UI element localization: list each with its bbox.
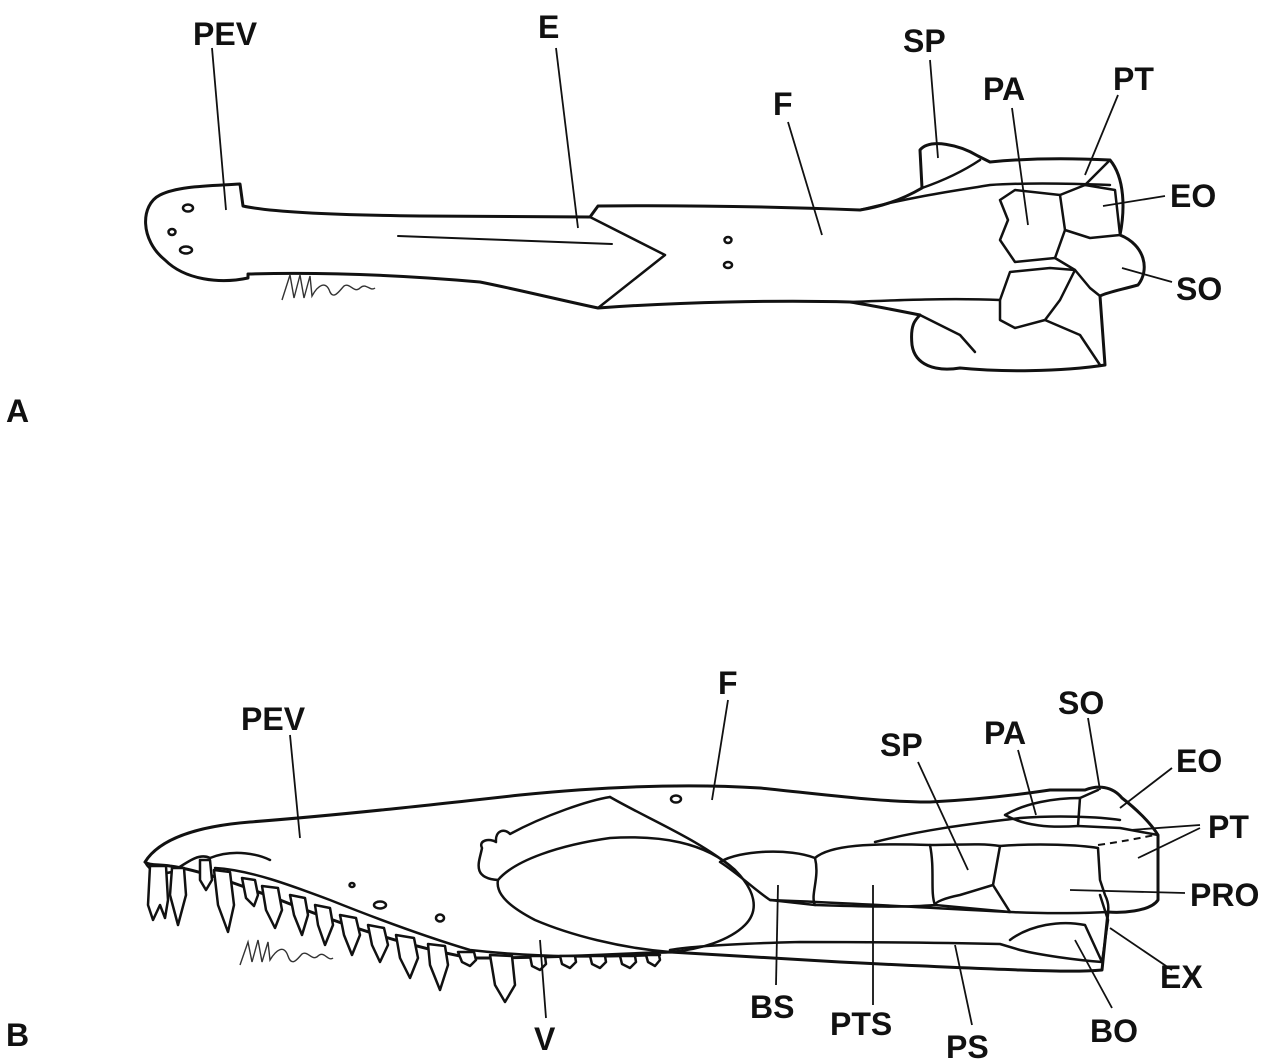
leader-b-so — [1088, 718, 1100, 790]
panel-b-tooth — [148, 866, 168, 920]
panel-b-tooth — [340, 915, 360, 955]
panel-b-tooth — [214, 870, 234, 932]
panel-a-nostril-pore — [169, 229, 176, 235]
panel-b-tooth — [262, 886, 282, 928]
label-a-so: SO — [1176, 271, 1222, 307]
panel-a-dorsal-view: PEV E F SP PA PT EO SO A — [6, 9, 1222, 429]
panel-b-snout-pore — [374, 902, 386, 909]
label-b-pro: PRO — [1190, 877, 1259, 913]
panel-b-frontal-pore — [671, 796, 681, 803]
panel-b-tooth — [290, 895, 308, 935]
label-a-pt: PT — [1113, 61, 1154, 97]
panel-b-tooth — [315, 905, 333, 945]
label-a-pev: PEV — [193, 16, 258, 52]
panel-a-letter: A — [6, 393, 29, 429]
panel-b-lateral-view: PEV F SP PA SO EO PT PRO EX BO PS PTS BS… — [6, 665, 1259, 1059]
leader-a-e — [556, 48, 578, 228]
label-b-bs: BS — [750, 989, 794, 1025]
panel-b-tooth — [428, 944, 448, 990]
label-b-ex: EX — [1160, 959, 1203, 995]
label-b-pt: PT — [1208, 809, 1249, 845]
label-b-pev: PEV — [241, 701, 306, 737]
panel-b-tooth — [490, 955, 515, 1002]
label-b-sp: SP — [880, 727, 923, 763]
panel-b-signature — [240, 940, 333, 965]
panel-a-signature — [282, 275, 375, 300]
panel-a-frontal-pore — [725, 237, 732, 243]
panel-b-tooth — [200, 860, 212, 890]
panel-b-tooth — [590, 956, 606, 968]
panel-b-letter: B — [6, 1017, 29, 1053]
label-a-f: F — [773, 86, 793, 122]
label-b-pa: PA — [984, 715, 1026, 751]
label-b-ps: PS — [946, 1029, 989, 1059]
label-b-bo: BO — [1090, 1013, 1138, 1049]
panel-b-tooth — [242, 878, 258, 906]
panel-b-tooth — [396, 935, 418, 978]
label-a-eo: EO — [1170, 178, 1216, 214]
panel-b-snout-pore — [350, 883, 355, 887]
label-b-v: V — [534, 1021, 556, 1057]
panel-a-nostril-pore — [183, 205, 193, 212]
panel-b-tooth — [530, 956, 546, 970]
panel-b-tooth — [620, 956, 636, 968]
panel-b-tooth — [646, 955, 660, 966]
label-b-f: F — [718, 665, 738, 701]
label-b-so: SO — [1058, 685, 1104, 721]
label-a-sp: SP — [903, 23, 946, 59]
panel-b-snout-pore — [436, 915, 444, 922]
panel-a-nostril-pore — [180, 247, 192, 254]
label-b-eo: EO — [1176, 743, 1222, 779]
label-a-pa: PA — [983, 71, 1025, 107]
panel-a-frontal-pore — [724, 262, 732, 268]
label-b-pts: PTS — [830, 1006, 892, 1042]
leader-b-eo — [1120, 768, 1172, 808]
panel-b-tooth — [170, 868, 186, 925]
panel-b-tooth — [458, 952, 476, 966]
panel-b-tooth — [560, 956, 576, 968]
label-a-e: E — [538, 9, 559, 45]
panel-b-tooth — [368, 925, 388, 962]
panel-a-skull-outline — [146, 144, 1145, 371]
